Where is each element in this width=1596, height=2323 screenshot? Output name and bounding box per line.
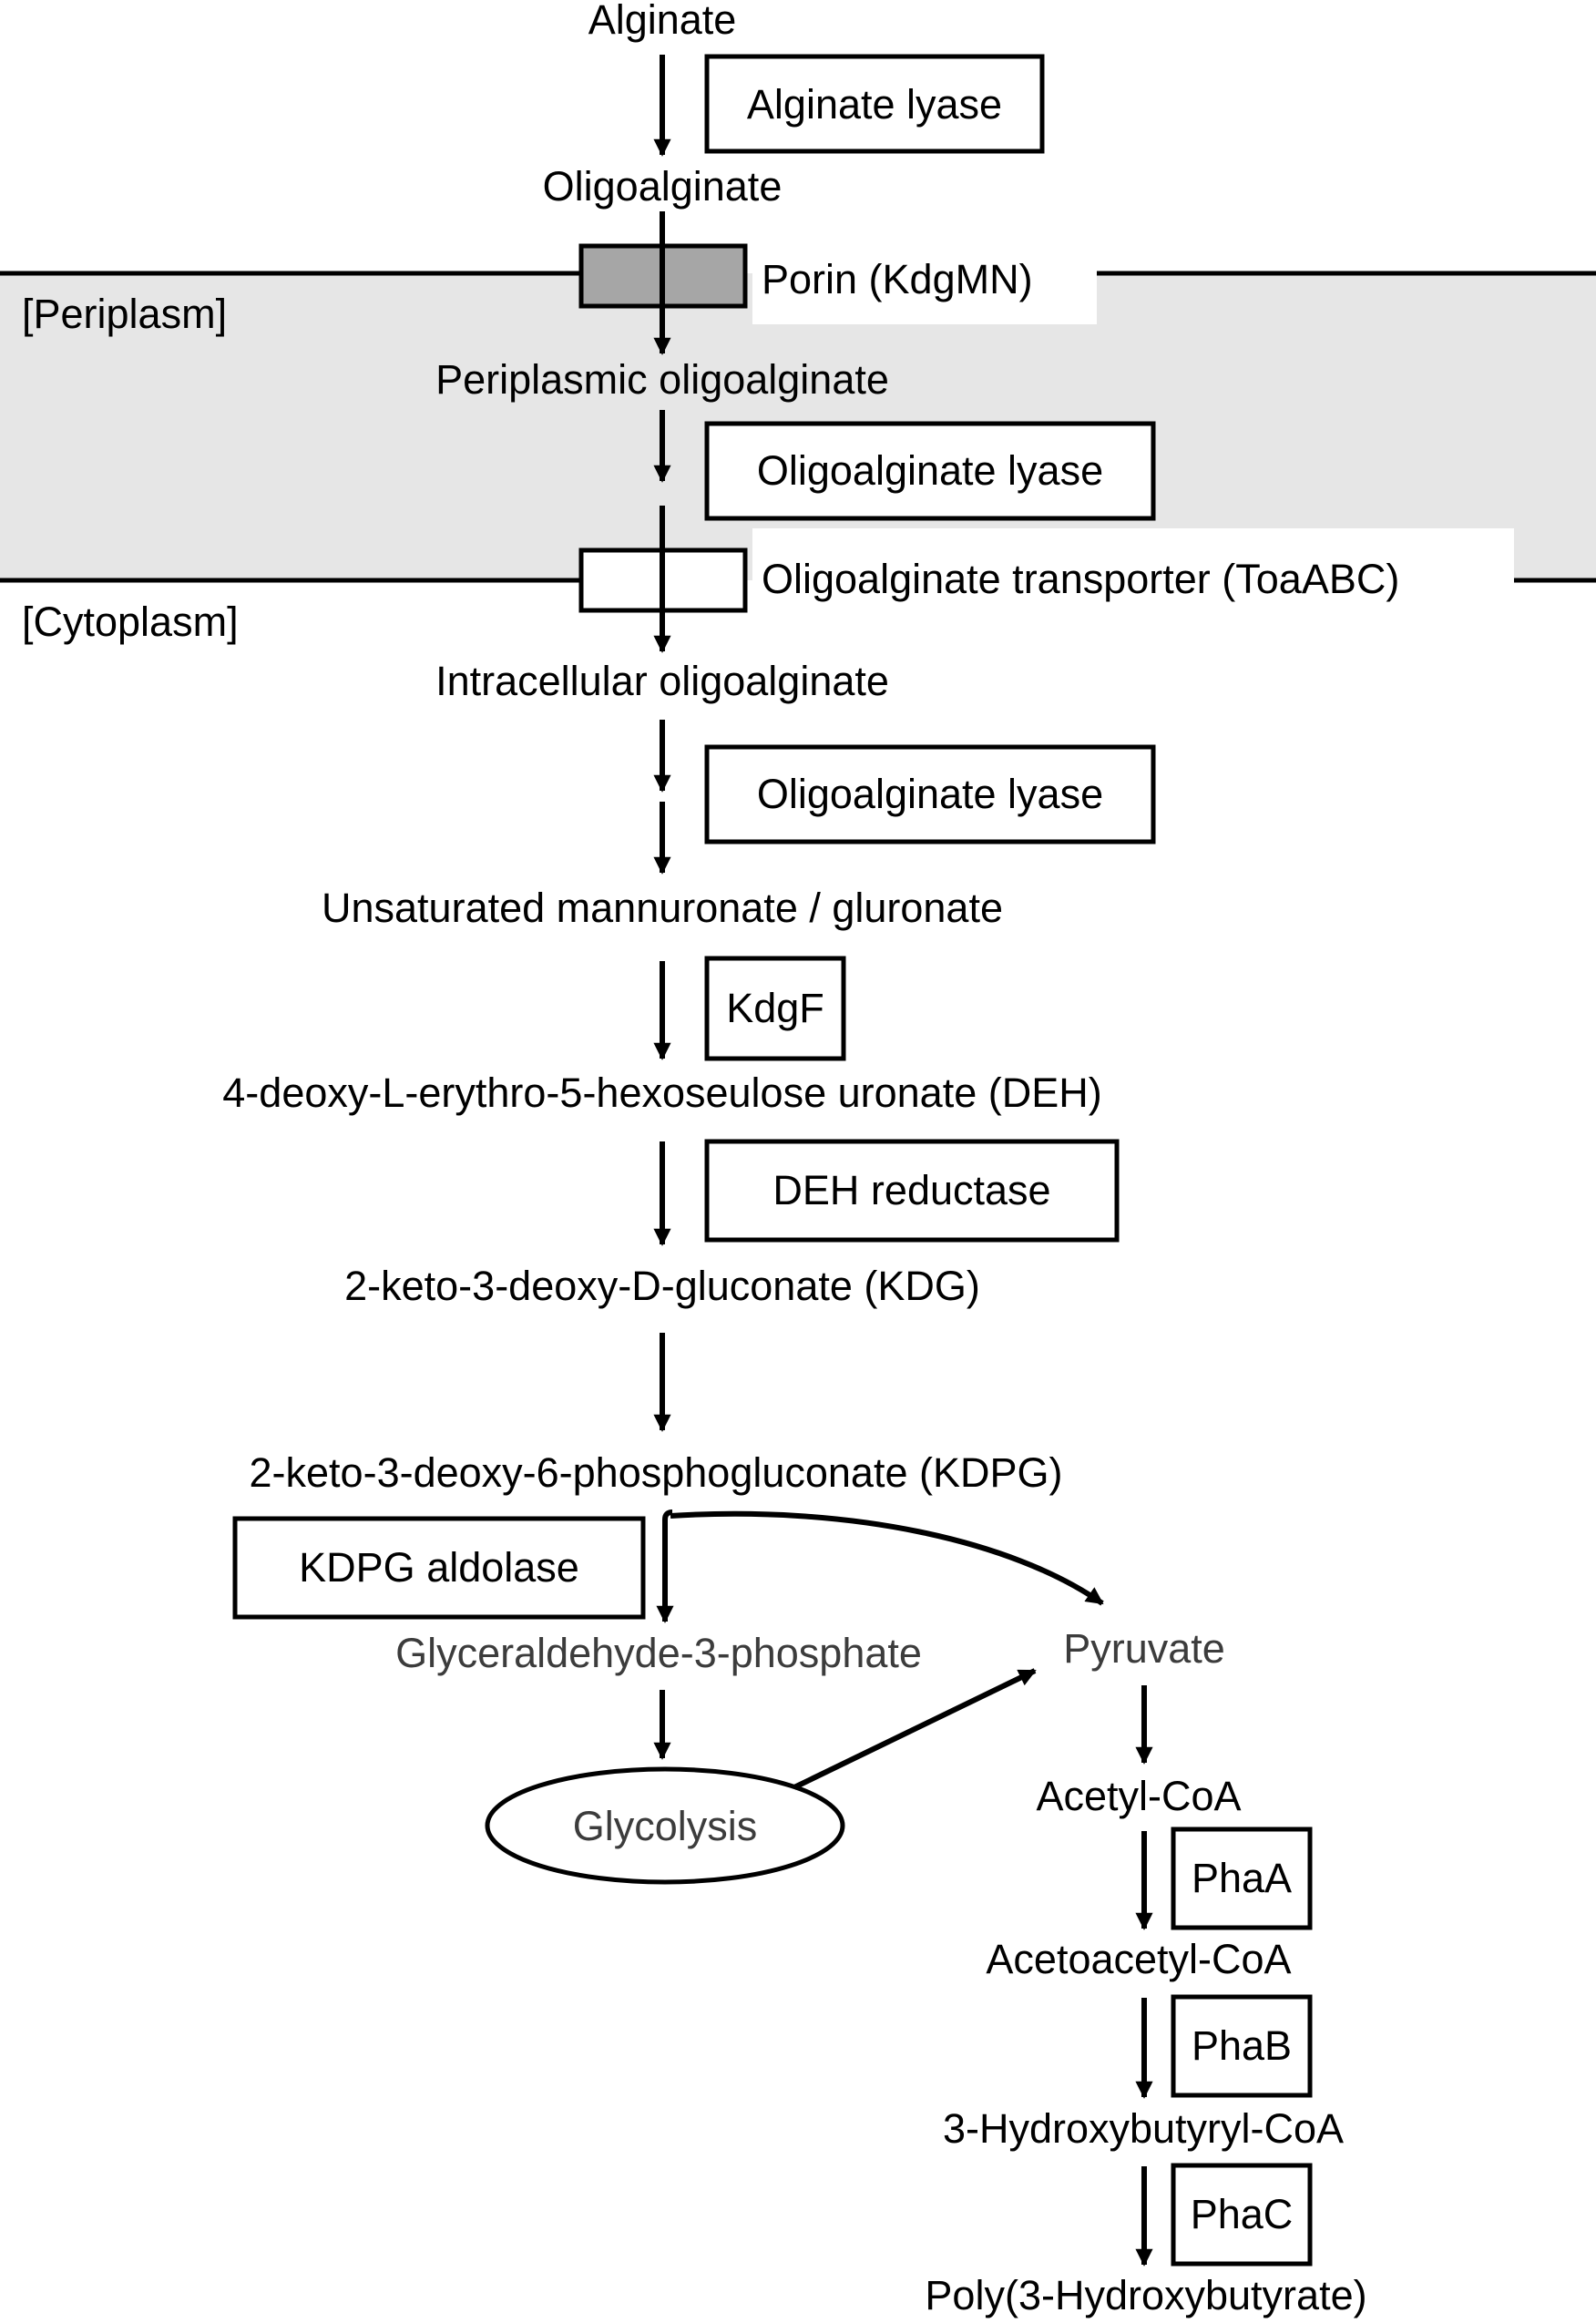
metabolite-deh: 4-deoxy-L-erythro-5-hexoseulose uronate … — [222, 1069, 1101, 1116]
metabolite-acetoacetyl-coa: Acetoacetyl-CoA — [986, 1936, 1291, 1982]
glycolysis-label: Glycolysis — [573, 1803, 758, 1849]
metabolite-pyruvate: Pyruvate — [1063, 1625, 1225, 1672]
arrow-kdpg-to-pyruvate — [670, 1510, 1104, 1606]
metabolite-3-hydroxybutyryl-coa: 3-Hydroxybutyryl-CoA — [943, 2105, 1344, 2152]
alginate-lyase-label: Alginate lyase — [747, 81, 1002, 128]
kdpg-aldolase-label: KDPG aldolase — [299, 1544, 579, 1591]
cytoplasm-label: [Cytoplasm] — [22, 599, 239, 645]
metabolite-alginate: Alginate — [588, 0, 737, 43]
porin-label-background — [752, 246, 1097, 324]
porin-label: Porin (KdgMN) — [762, 256, 1033, 302]
metabolite-glyceraldehyde-3-phosphate: Glyceraldehyde-3-phosphate — [395, 1630, 922, 1676]
cytoplasmic-oligoalginate-lyase-box — [704, 744, 1156, 844]
metabolite-kdg: 2-keto-3-deoxy-D-gluconate (KDG) — [344, 1263, 980, 1309]
phab-label: PhaB — [1192, 2022, 1292, 2069]
phac-label: PhaC — [1191, 2191, 1294, 2237]
phaa-box — [1171, 1827, 1313, 1930]
arrow-kdpg-to-g3p — [662, 1509, 673, 1554]
cytoplasmic-oligoalginate-lyase-label: Oligoalginate lyase — [757, 771, 1103, 817]
alginate-lyase-box — [704, 54, 1045, 154]
phaa-label: PhaA — [1192, 1855, 1292, 1901]
metabolite-oligoalginate: Oligoalginate — [543, 163, 783, 210]
metabolite-poly-3-hydroxybutyrate: Poly(3-Hydroxybutyrate) — [925, 2272, 1366, 2318]
kdgf-box — [704, 956, 846, 1061]
metabolite-periplasmic-oligoalginate: Periplasmic oligoalginate — [435, 356, 889, 403]
transporter-label: Oligoalginate transporter (ToaABC) — [762, 556, 1399, 602]
periplasmic-oligoalginate-lyase-box — [704, 421, 1156, 521]
deh-reductase-label: DEH reductase — [772, 1167, 1050, 1213]
phac-box — [1171, 2163, 1313, 2267]
periplasm-label: [Periplasm] — [22, 291, 227, 337]
metabolite-unsaturated-uronates: Unsaturated mannuronate / gluronate — [322, 885, 1003, 931]
transporter-label-background — [752, 528, 1514, 606]
kdgf-label: KdgF — [726, 985, 824, 1031]
deh-reductase-box — [704, 1139, 1120, 1243]
glycolysis-ellipse — [485, 1766, 845, 1885]
metabolite-acetyl-coa: Acetyl-CoA — [1036, 1773, 1241, 1819]
arrow-glycolysis-to-pyruvate — [793, 1668, 1037, 1790]
kdpg-aldolase-box — [232, 1516, 646, 1620]
metabolite-intracellular-oligoalginate: Intracellular oligoalginate — [435, 658, 889, 704]
phab-box — [1171, 1994, 1313, 2098]
metabolite-kdpg: 2-keto-3-deoxy-6-phosphogluconate (KDPG) — [250, 1449, 1063, 1496]
periplasmic-oligoalginate-lyase-label: Oligoalginate lyase — [757, 447, 1103, 494]
